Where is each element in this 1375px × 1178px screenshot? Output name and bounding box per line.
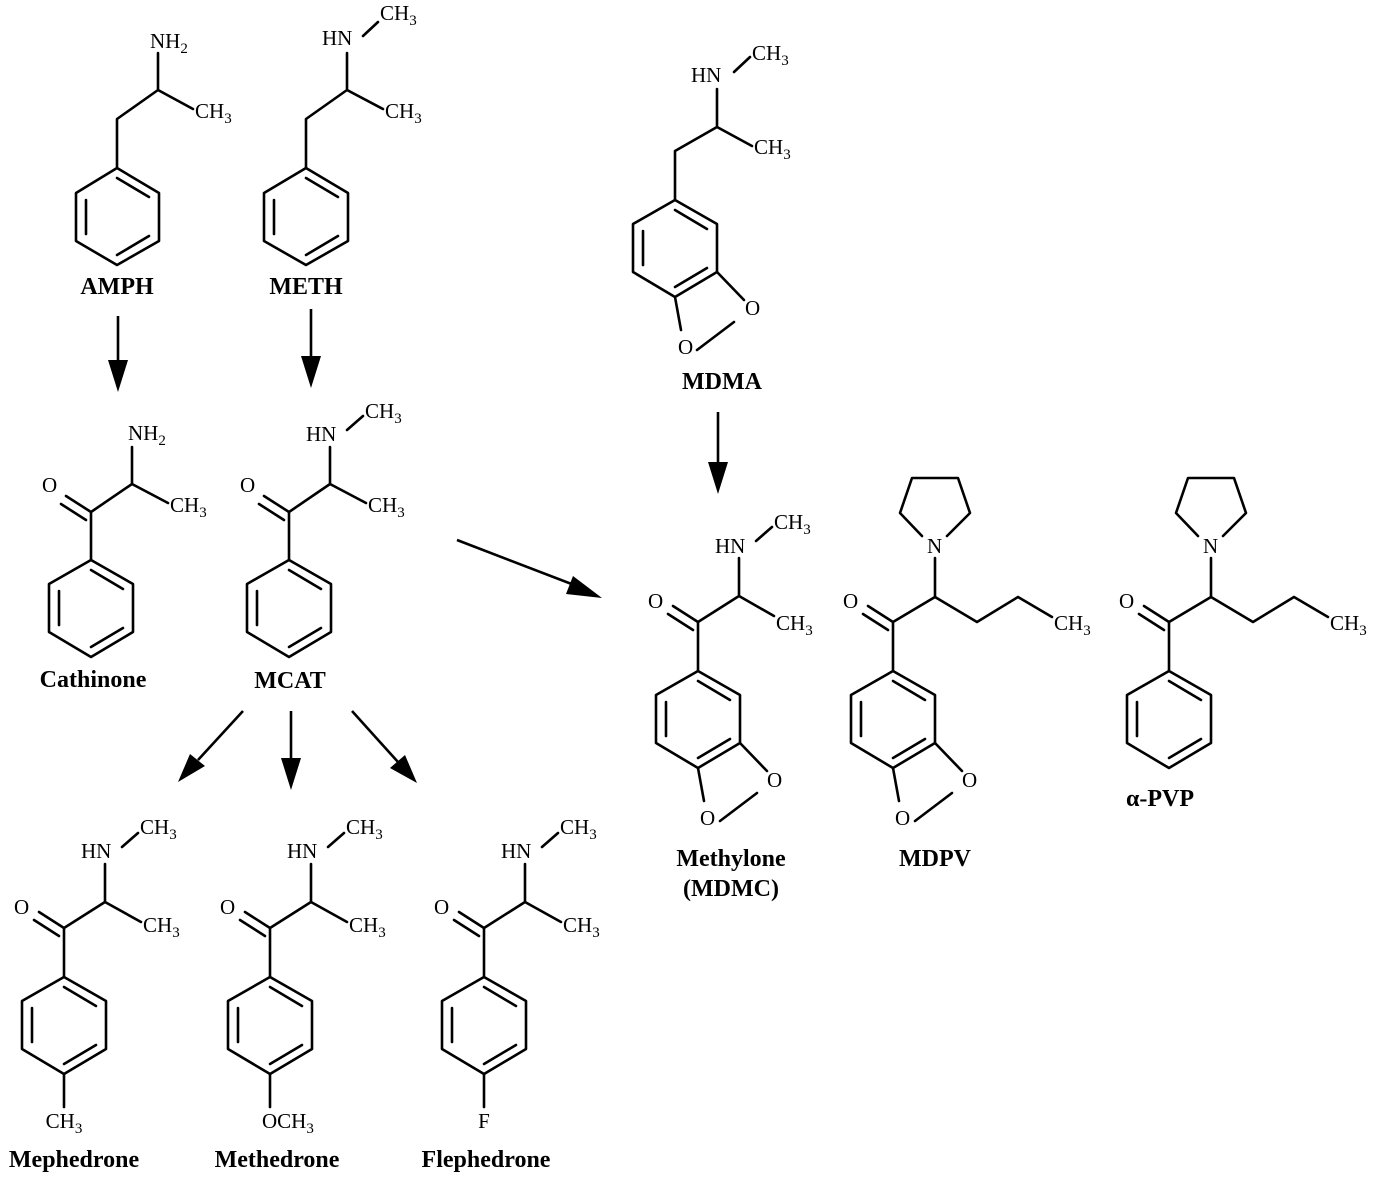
label-mdmc: (MDMC) [683,876,779,902]
arrow-mcat-to-methylone [456,538,602,598]
atom-ch3: CH3 [368,493,405,521]
atom-ch3-n: CH3 [365,399,402,427]
atom-ch3: CH3 [1330,611,1367,639]
atom-ch3-n: CH3 [560,815,597,843]
atom-ch3: CH3 [563,913,600,941]
label-mephedrone: Mephedrone [9,1147,140,1173]
atom-hn: HN [715,534,745,558]
atom-o: O [240,473,255,497]
atom-hn: HN [691,63,721,87]
arrow-meth-to-mcat [301,309,321,388]
arrow-mcat-to-mephedrone [178,710,244,782]
structure-mcat: O HN CH3 CH3 [240,399,405,659]
atom-nh2: NH2 [150,29,188,57]
atom-o: O [42,473,57,497]
arrow-mcat-to-flephedrone [351,710,417,783]
atom-n: N [1203,534,1218,558]
atom-o: O [14,895,29,919]
structure-flephedrone: O HN CH3 CH3 F [434,815,600,1133]
label-amph: AMPH [80,274,154,300]
structure-mdma: HN CH3 CH3 O O [631,41,791,359]
atom-hn: HN [81,839,111,863]
atom-n: N [927,534,942,558]
atom-o: O [648,589,663,613]
structure-mdpv: O N CH3 O O [843,476,1091,830]
structure-methedrone: O HN CH3 CH3 OCH3 [220,815,386,1137]
atom-f: F [478,1109,490,1133]
atom-ch3-n: CH3 [774,510,811,538]
label-methylone: Methylone [676,846,786,872]
atom-ch3: CH3 [754,135,791,163]
structure-amph: NH2 CH3 [74,29,232,267]
structure-meth: HN CH3 CH3 [262,1,422,267]
atom-ch3-n: CH3 [346,815,383,843]
atom-och3: OCH3 [262,1109,314,1137]
arrow-amph-to-cathinone [108,316,128,392]
atom-ch3: CH3 [170,493,207,521]
label-methedrone: Methedrone [215,1147,340,1173]
atom-ch3: CH3 [776,611,813,639]
label-mdma: MDMA [682,369,763,395]
structure-cathinone: O NH2 CH3 [42,421,207,659]
arrow-mdma-to-methylone [708,412,728,494]
atom-o: O [434,895,449,919]
atom-ch3-n: CH3 [380,1,417,29]
atom-ch3: CH3 [385,99,422,127]
atom-ch3: CH3 [1054,611,1091,639]
atom-hn: HN [287,839,317,863]
atom-o: O [767,768,782,792]
label-mdpv: MDPV [899,846,972,872]
structure-methylone: O HN CH3 CH3 O O [648,510,813,830]
atom-o: O [700,806,715,830]
atom-o: O [843,589,858,613]
label-alpha-pvp: α-PVP [1126,786,1194,812]
atom-o: O [895,806,910,830]
atom-hn: HN [306,422,336,446]
atom-ch3: CH3 [143,913,180,941]
label-cathinone: Cathinone [40,667,147,693]
atom-o: O [962,768,977,792]
structure-mephedrone: O HN CH3 CH3 CH3 [14,815,180,1137]
atom-hn: HN [322,26,352,50]
atom-ch3-n: CH3 [140,815,177,843]
atom-ch3-n: CH3 [752,41,789,69]
atom-ch3-para: CH3 [46,1109,83,1137]
atom-o: O [220,895,235,919]
label-mcat: MCAT [254,668,326,694]
atom-o: O [745,296,760,320]
atom-o: O [678,335,693,359]
structure-alpha-pvp: O N CH3 [1119,476,1367,770]
atom-nh2: NH2 [128,421,166,449]
arrow-mcat-to-methedrone [281,711,301,790]
atom-ch3: CH3 [349,913,386,941]
label-flephedrone: Flephedrone [422,1147,551,1173]
atom-hn: HN [501,839,531,863]
atom-o: O [1119,589,1134,613]
atom-ch3: CH3 [195,99,232,127]
label-meth: METH [269,274,343,300]
